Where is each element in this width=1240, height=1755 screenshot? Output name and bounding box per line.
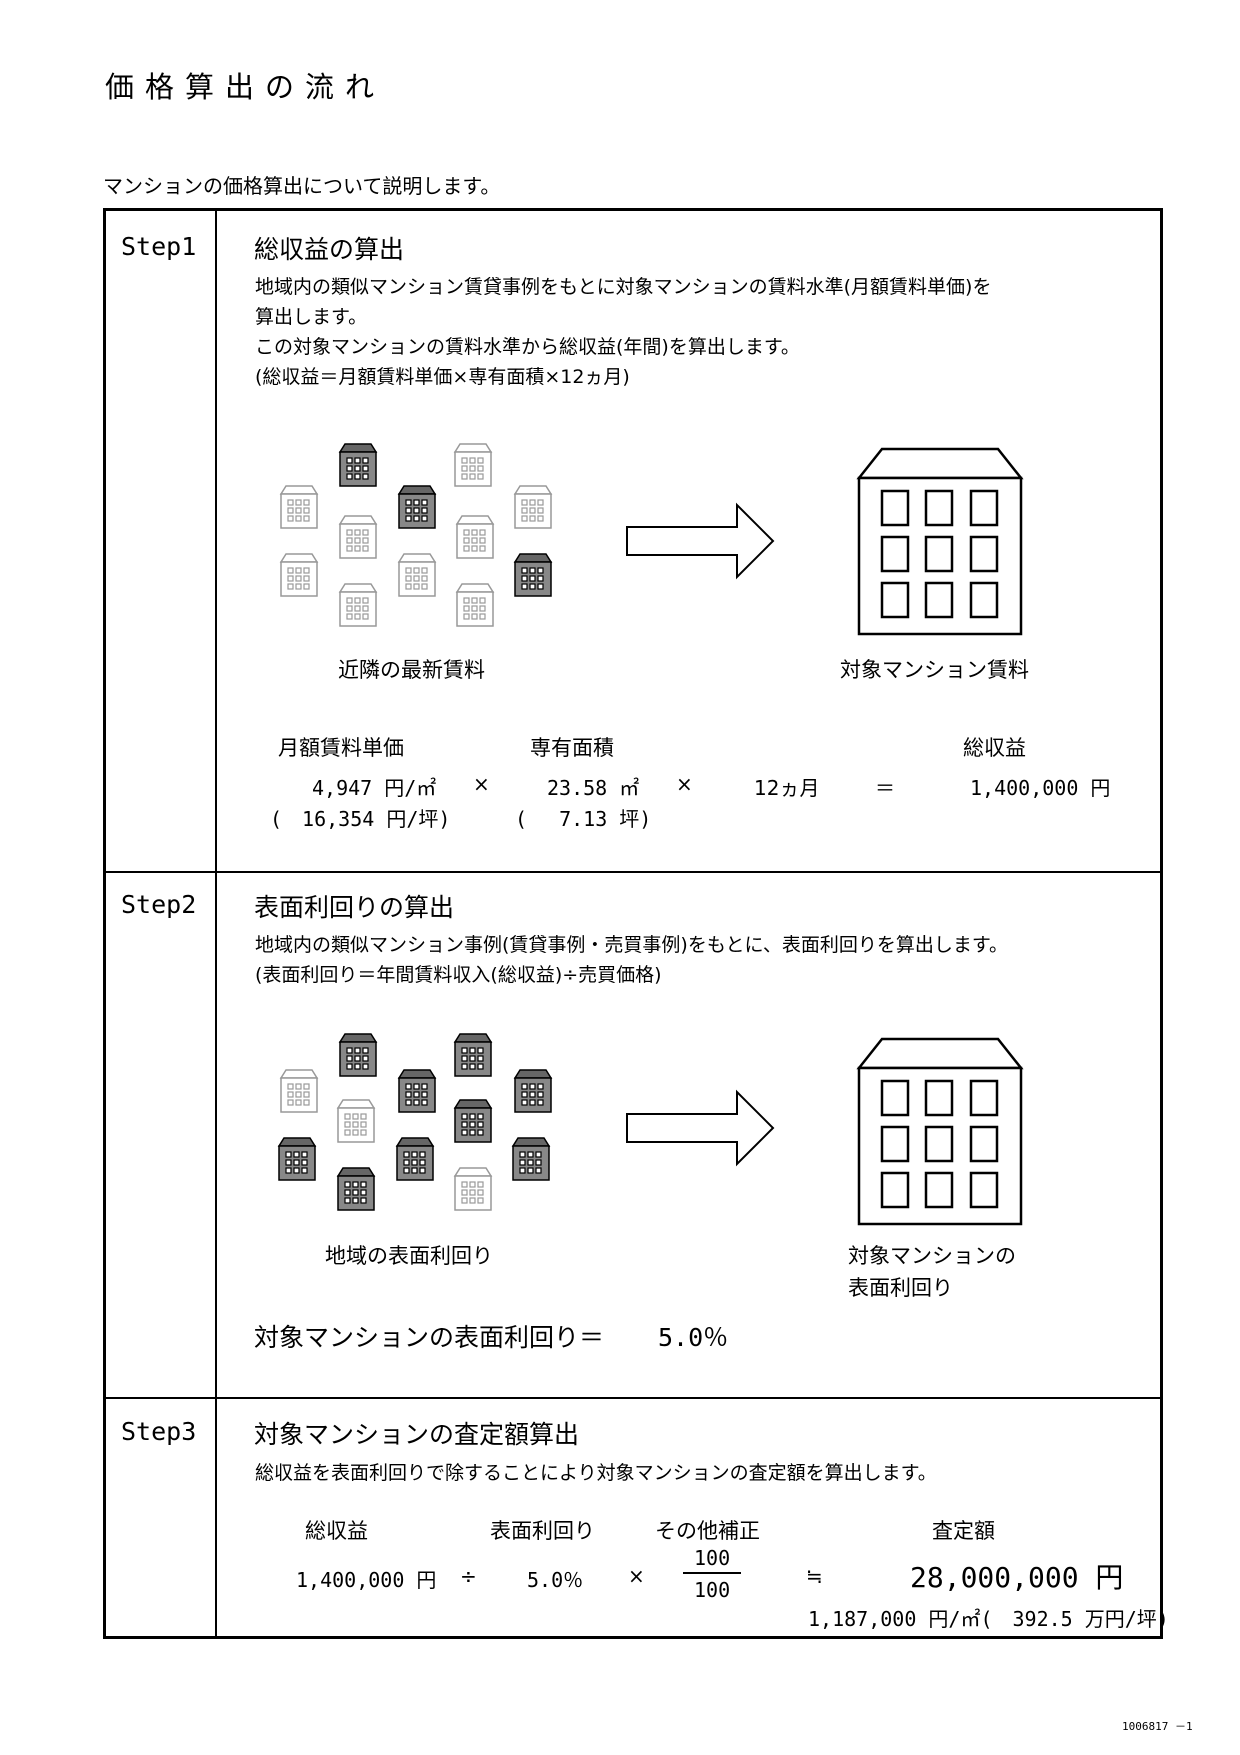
page-title: 価格算出の流れ <box>105 70 386 104</box>
fraction-bar <box>683 1572 741 1574</box>
col-total-income-3: 総収益 <box>305 1519 368 1543</box>
step1-heading: 総収益の算出 <box>254 235 405 264</box>
step2-label: Step2 <box>121 890 197 919</box>
area-sqm: 23.58 ㎡ <box>547 776 640 800</box>
step3-desc: 総収益を表面利回りで除することにより対象マンションの査定額を算出します。 <box>255 1462 937 1484</box>
times-operator-1: × <box>473 772 490 796</box>
row-divider-2 <box>103 1397 1163 1399</box>
col-assessed-value: 査定額 <box>932 1519 995 1543</box>
step2-caption-right-2: 表面利回り <box>848 1276 953 1300</box>
step1-caption-right: 対象マンション賃料 <box>840 658 1029 682</box>
gross-yield-value: 5.0％ <box>527 1568 584 1592</box>
step2-caption-right-1: 対象マンションの <box>848 1244 1016 1268</box>
step2-desc-1: 地域内の類似マンション事例(賃貸事例・売買事例)をもとに、表面利回りを算出します… <box>255 934 1008 956</box>
step1-label: Step1 <box>121 232 197 261</box>
rent-per-sqm: 4,947 円/㎡ <box>312 776 437 800</box>
col-other-adjustment: その他補正 <box>655 1519 760 1543</box>
step2-heading: 表面利回りの算出 <box>254 893 455 922</box>
equals-operator: ＝ <box>875 776 895 800</box>
step1-caption-left: 近隣の最新賃料 <box>338 658 485 682</box>
step3-label: Step3 <box>121 1417 197 1446</box>
rent-per-tsubo: ( 16,354 円/坪) <box>270 807 451 831</box>
col-gross-yield: 表面利回り <box>490 1519 595 1543</box>
step2-caption-left: 地域の表面利回り <box>325 1244 493 1268</box>
divide-operator: ÷ <box>460 1564 477 1588</box>
times-operator-3: × <box>628 1564 645 1588</box>
area-tsubo: ( 7.13 坪) <box>515 807 652 831</box>
step1-desc-1: 地域内の類似マンション賃貸事例をもとに対象マンションの賃料水準(月額賃料単価)を <box>255 276 992 298</box>
step3-heading: 対象マンションの査定額算出 <box>254 1420 580 1449</box>
regional-buildings-icon <box>278 1033 552 1211</box>
adjust-denominator: 100 <box>694 1578 731 1602</box>
target-building-icon <box>856 447 1024 636</box>
step1-desc-2: 算出します。 <box>255 306 368 328</box>
steps-table <box>103 208 1163 1639</box>
arrow-right-icon <box>626 1089 775 1167</box>
step2-desc-2: (表面利回り＝年間賃料収入(総収益)÷売買価格) <box>255 964 662 986</box>
yield-result-label: 対象マンションの表面利回り＝ <box>254 1323 605 1352</box>
table-column-divider <box>215 208 217 1639</box>
step1-desc-4: (総収益＝月額賃料単価×専有面積×12ヵ月) <box>255 366 630 388</box>
yield-result-value: 5.0％ <box>658 1323 729 1352</box>
total-income-3: 1,400,000 円 <box>296 1568 437 1592</box>
row-divider-1 <box>103 871 1163 873</box>
page-number: 1006817 －1 <box>1122 1720 1193 1733</box>
adjust-numerator: 100 <box>694 1546 731 1570</box>
step1-desc-3: この対象マンションの賃料水準から総収益(年間)を算出します。 <box>255 336 800 358</box>
times-operator-2: × <box>676 772 693 796</box>
col-monthly-rent-unit: 月額賃料単価 <box>278 736 404 760</box>
col-total-income: 総収益 <box>963 736 1026 760</box>
arrow-right-icon <box>626 502 775 580</box>
months: 12ヵ月 <box>754 776 820 800</box>
assessed-value: 28,000,000 円 <box>910 1561 1124 1594</box>
approx-operator: ≒ <box>806 1564 823 1588</box>
total-income-value: 1,400,000 円 <box>970 776 1111 800</box>
target-building-icon <box>856 1037 1024 1226</box>
col-floor-area: 専有面積 <box>530 736 614 760</box>
intro-text: マンションの価格算出について説明します。 <box>103 174 501 198</box>
neighborhood-buildings-icon <box>280 443 552 627</box>
assessed-value-per-unit: 1,187,000 円/㎡( 392.5 万円/坪) <box>808 1607 1169 1631</box>
